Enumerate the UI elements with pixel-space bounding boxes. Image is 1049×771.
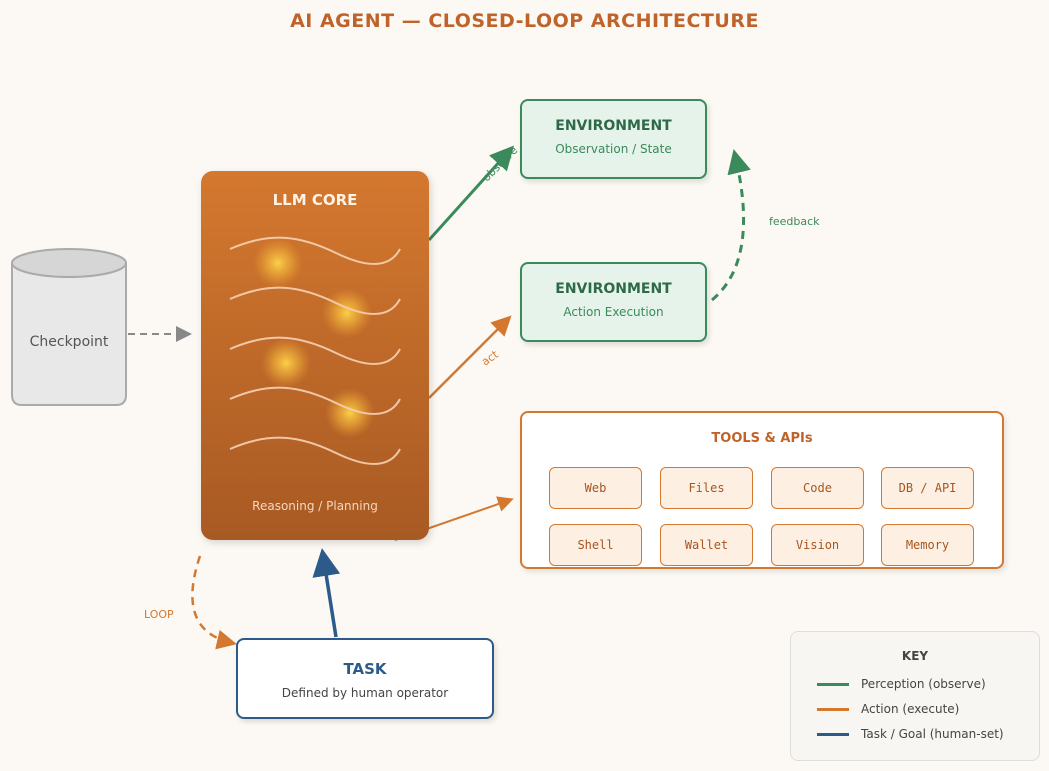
tool-wallet: Wallet — [660, 524, 753, 566]
feedback-arrow — [711, 149, 751, 302]
legend-item-action: Action (execute) — [817, 702, 959, 716]
act-arrow — [428, 315, 512, 399]
loop-label: LOOP — [144, 608, 174, 621]
tool-web: Web — [549, 467, 642, 509]
task-title: TASK — [343, 660, 387, 678]
legend-swatch — [817, 707, 849, 711]
observe-label: observe — [480, 144, 520, 184]
feedback-label: feedback — [769, 215, 820, 228]
legend: KEY Perception (observe) Action (execute… — [790, 631, 1040, 761]
tool-vision: Vision — [771, 524, 864, 566]
task-subtitle: Defined by human operator — [281, 686, 449, 700]
tool-code: Code — [771, 467, 864, 509]
tools-apis-panel: TOOLS & APIs Web Files Code DB / API She… — [520, 411, 1004, 569]
task-box: TASK Defined by human operator — [236, 638, 494, 719]
loop-arrow — [191, 555, 237, 650]
environment-observation-box: ENVIRONMENT Observation / State — [520, 99, 707, 179]
act-label: act — [479, 348, 501, 369]
legend-item-perception: Perception (observe) — [817, 677, 986, 691]
legend-item-task: Task / Goal (human-set) — [817, 727, 1004, 741]
tool-shell: Shell — [549, 524, 642, 566]
task-arrow — [312, 548, 341, 638]
legend-label: Perception (observe) — [861, 677, 986, 691]
observe-arrow — [427, 145, 515, 242]
llm-core: LLM CORE Reasoning / Planning — [201, 171, 429, 540]
legend-swatch — [817, 682, 849, 686]
tool-memory: Memory — [881, 524, 974, 566]
llm-core-subtitle: Reasoning / Planning — [252, 499, 378, 513]
environment-observation-title: ENVIRONMENT — [555, 118, 672, 134]
checkpoint-cylinder — [11, 248, 127, 406]
legend-title: KEY — [901, 649, 929, 663]
tool-files: Files — [660, 467, 753, 509]
tools-title: TOOLS & APIs — [711, 431, 813, 446]
checkpoint-label: Checkpoint — [29, 334, 109, 350]
environment-observation-subtitle: Observation / State — [555, 142, 672, 156]
environment-action-box: ENVIRONMENT Action Execution — [520, 262, 707, 342]
legend-label: Action (execute) — [861, 702, 960, 716]
legend-swatch — [817, 732, 849, 736]
environment-action-subtitle: Action Execution — [563, 305, 664, 319]
tool-db-api: DB / API — [881, 467, 974, 509]
legend-label: Task / Goal (human-set) — [861, 727, 1004, 741]
neural-waves-decoration — [229, 236, 401, 465]
diagram-title: AI AGENT — CLOSED-LOOP ARCHITECTURE — [290, 10, 759, 32]
environment-action-title: ENVIRONMENT — [555, 281, 672, 297]
llm-core-title: LLM CORE — [272, 191, 358, 209]
